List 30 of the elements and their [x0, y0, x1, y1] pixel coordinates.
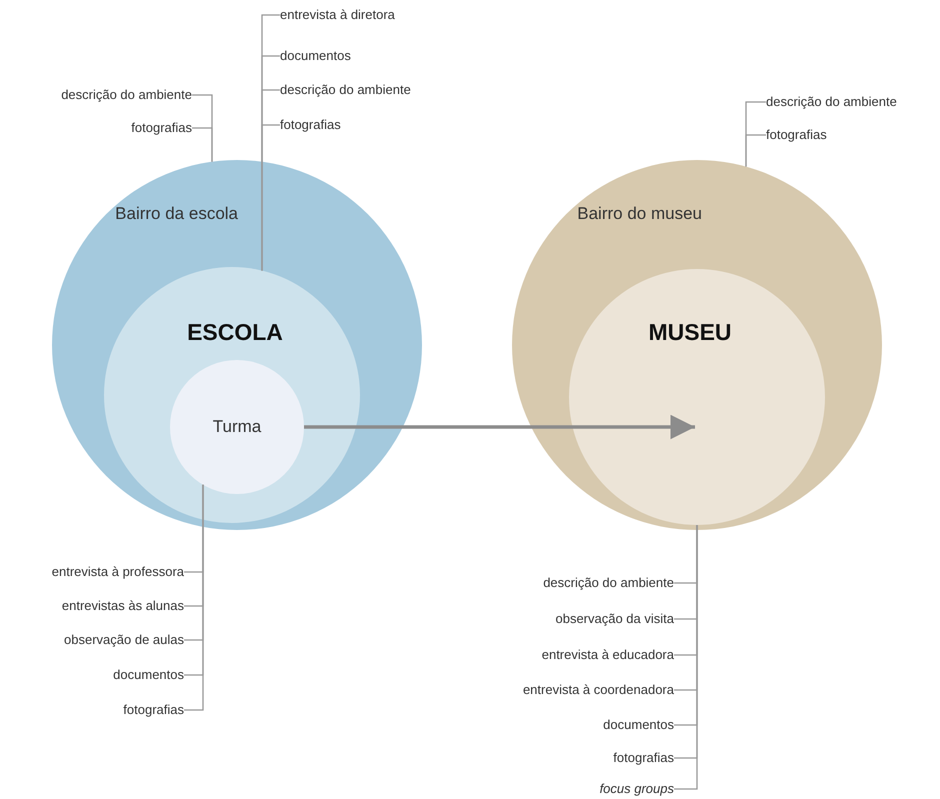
list-item: entrevista à educadora: [542, 647, 674, 663]
list-item: fotografias: [123, 702, 184, 718]
list-item: fotografias: [131, 120, 192, 136]
arrow: [304, 414, 695, 440]
list-item: entrevistas às alunas: [62, 598, 184, 614]
list-item: fotografias: [613, 750, 674, 766]
list-item: descrição do ambiente: [280, 82, 411, 98]
circle-title: MUSEU: [647, 318, 733, 347]
list-item: observação da visita: [555, 611, 674, 627]
list-item: fotografias: [280, 117, 341, 133]
circle-label: Turma: [212, 416, 262, 438]
leader-line: [745, 134, 766, 167]
list-item: descrição do ambiente: [61, 87, 192, 103]
circle-title: ESCOLA: [186, 318, 284, 347]
list-item: entrevista à professora: [52, 564, 184, 580]
list-item: documentos: [113, 667, 184, 683]
list-item: observação de aulas: [64, 632, 184, 648]
list-item: focus groups: [600, 781, 674, 797]
leader-line: [192, 127, 213, 162]
list-item: descrição do ambiente: [543, 575, 674, 591]
list-item: documentos: [280, 48, 351, 64]
area-label: Bairro da escola: [114, 203, 238, 224]
list-item: documentos: [603, 717, 674, 733]
area-label: Bairro do museu: [576, 203, 702, 224]
list-item: entrevista à coordenadora: [522, 682, 674, 698]
list-item: entrevista à diretora: [280, 7, 395, 23]
list-item: descrição do ambiente: [766, 94, 897, 110]
list-item: fotografias: [766, 127, 827, 143]
leader-line: [261, 124, 280, 271]
leader-line: [184, 484, 204, 711]
